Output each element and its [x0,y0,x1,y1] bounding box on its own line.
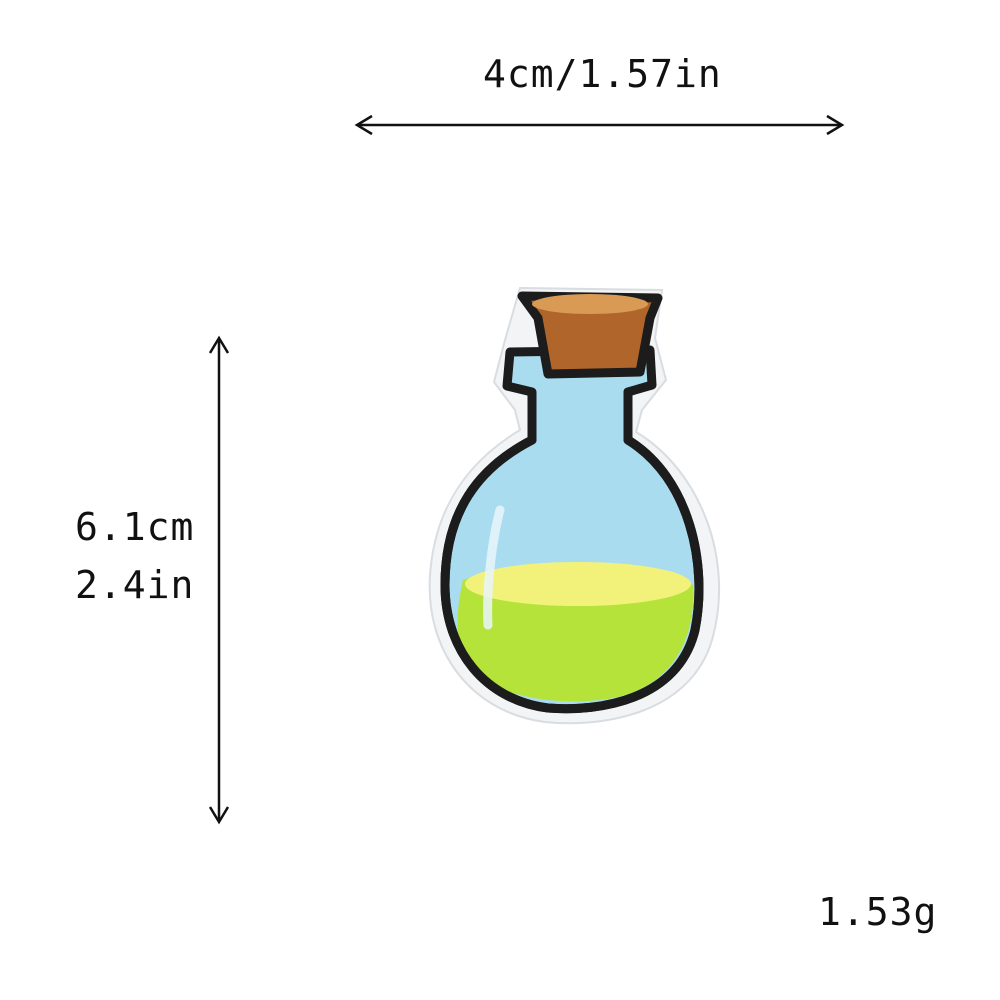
width-dimension-label: 4cm/1.57in [483,52,722,96]
cork-stopper [517,291,663,379]
weight-label: 1.53g [818,890,938,934]
height-dimension-cm-label: 6.1cm [75,505,195,549]
potion-bottle-patch [428,286,721,725]
width-arrow [354,114,845,136]
glass-highlight [483,505,505,630]
cork-top [532,294,648,314]
bottle-outline [440,435,704,714]
liquid-surface [465,562,691,606]
height-arrow [208,335,230,825]
height-dimension-in-label: 2.4in [75,563,195,607]
